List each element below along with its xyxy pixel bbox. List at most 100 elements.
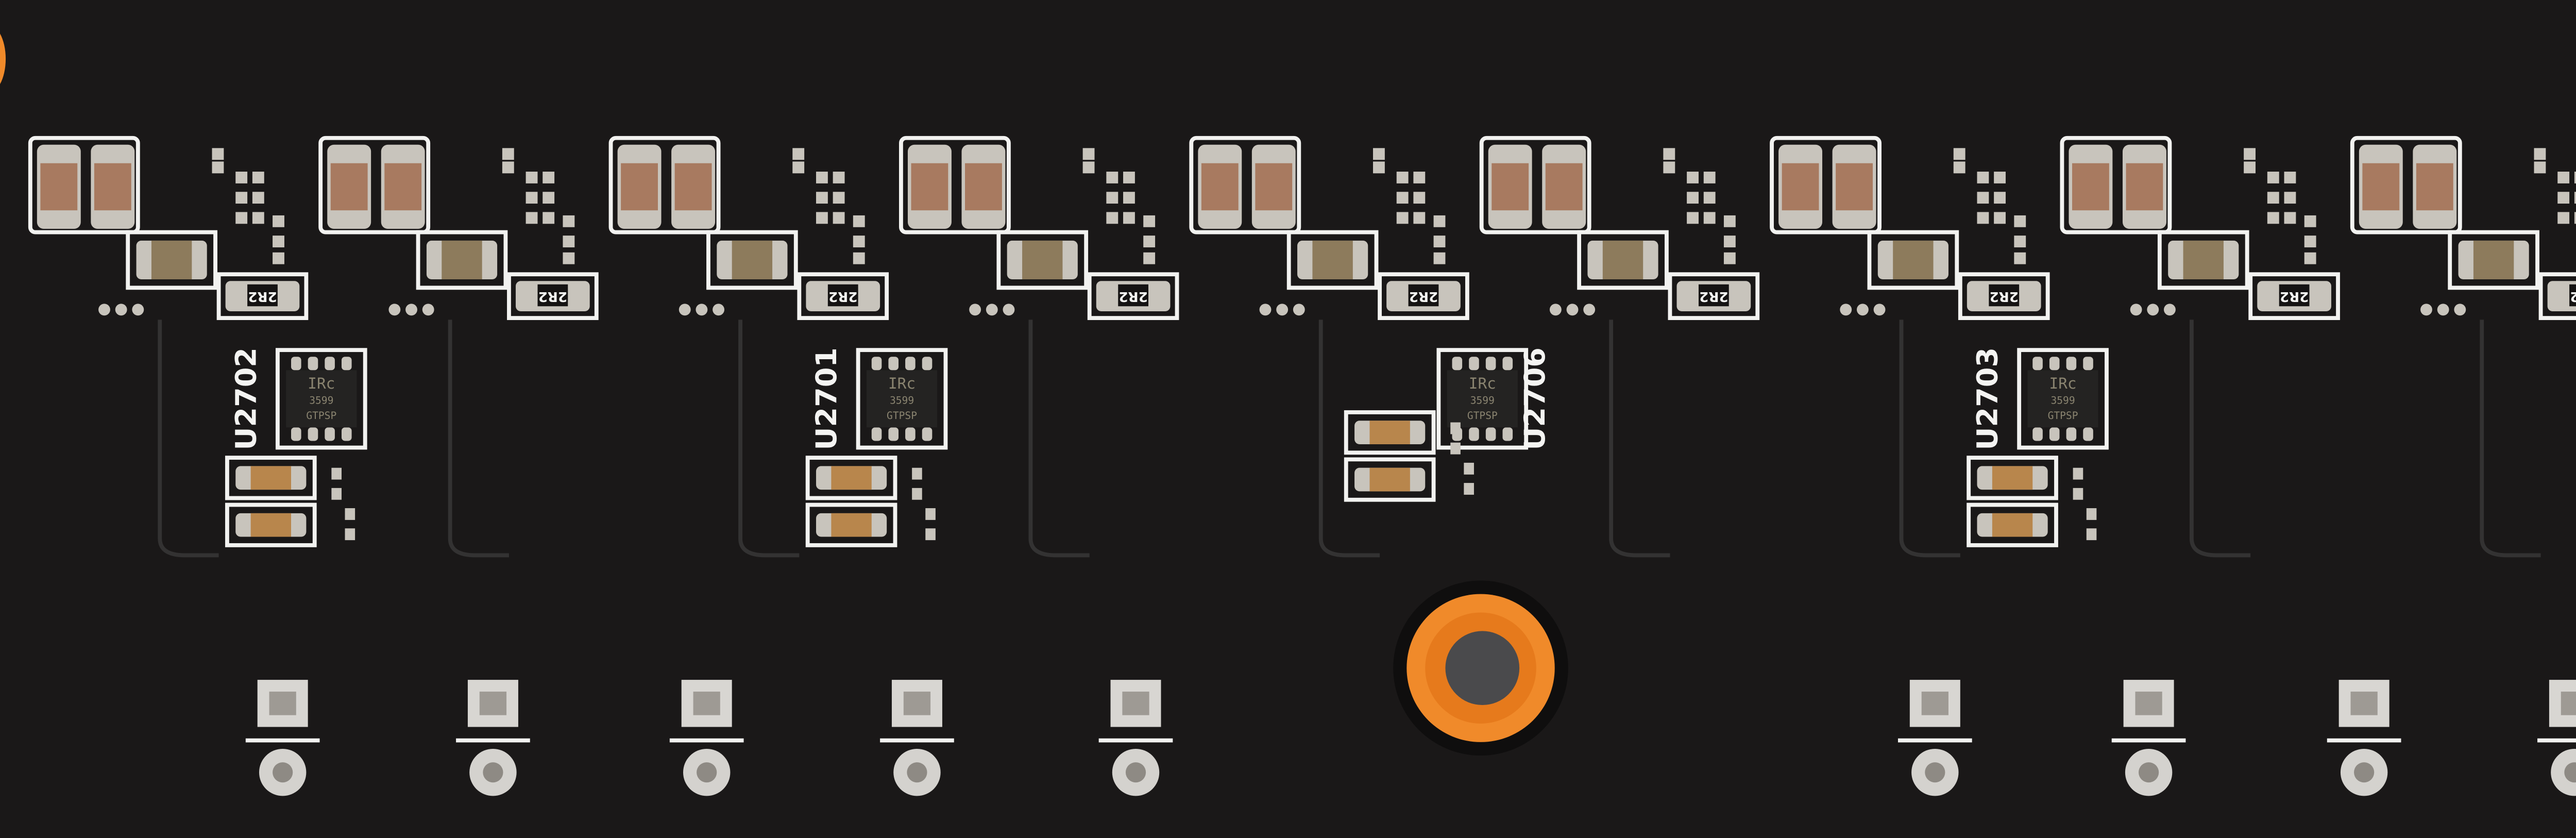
smd-pad bbox=[2244, 161, 2256, 174]
chip-marking: 3599 bbox=[1470, 395, 1495, 407]
reference-designator: U2706 bbox=[1518, 347, 1552, 450]
smd-pad bbox=[1663, 148, 1675, 160]
via-pad bbox=[422, 304, 434, 316]
via-pad bbox=[1293, 304, 1305, 316]
capacitor-body bbox=[831, 513, 872, 537]
chip-marking: GTPSP bbox=[1467, 410, 1498, 422]
chip-pin bbox=[2032, 357, 2043, 371]
smd-pad bbox=[1123, 172, 1135, 183]
via-pad bbox=[1856, 304, 1869, 316]
via-pad bbox=[2164, 304, 2176, 316]
chip-pin bbox=[905, 357, 916, 371]
chip-marking: IRc bbox=[1469, 375, 1496, 392]
resistor-outline bbox=[2538, 272, 2576, 321]
round-pad-center bbox=[1925, 762, 1945, 783]
reference-designator: U2703 bbox=[1971, 347, 2005, 450]
chip-pin bbox=[341, 357, 352, 371]
capacitor-body bbox=[965, 163, 1002, 211]
smd-pad bbox=[1396, 192, 1409, 204]
smd-pad bbox=[2534, 161, 2546, 174]
chip-pin bbox=[922, 427, 933, 441]
edge-mount-hole bbox=[0, 33, 6, 85]
resistor-outline bbox=[1378, 272, 1469, 321]
via-pad bbox=[132, 304, 144, 316]
smd-pad bbox=[2267, 212, 2279, 224]
capacitor-body bbox=[1492, 163, 1529, 211]
inductor-body bbox=[1022, 240, 1063, 279]
square-pad-center bbox=[479, 691, 507, 715]
via-pad bbox=[986, 304, 998, 316]
inductor-body bbox=[442, 240, 482, 279]
phase-4: 2R2 bbox=[899, 136, 1179, 321]
resistor-marking: 2R2 bbox=[538, 289, 567, 304]
trace bbox=[1028, 320, 1090, 558]
smd-pad bbox=[2073, 467, 2083, 480]
smd-pad bbox=[1977, 192, 1989, 204]
resistor-marking: 2R2 bbox=[1699, 289, 1728, 304]
smd-pad bbox=[2574, 192, 2576, 204]
smd-pad bbox=[1723, 236, 1736, 247]
smd-pad bbox=[1413, 172, 1426, 183]
round-pad-center bbox=[273, 762, 293, 783]
capacitor-body bbox=[40, 163, 78, 211]
via-pad bbox=[679, 304, 691, 316]
trace bbox=[1318, 320, 1380, 558]
smd-pad bbox=[1413, 212, 1426, 224]
square-pad-center bbox=[1122, 691, 1149, 715]
smd-pad bbox=[563, 236, 575, 247]
chip-marking: GTPSP bbox=[887, 410, 917, 422]
capacitor-outline bbox=[1479, 136, 1591, 234]
chip-pin bbox=[2049, 357, 2060, 371]
phase-3: 2R2 bbox=[608, 136, 889, 321]
resistor-marking-bg bbox=[1989, 284, 2020, 307]
smd-pad bbox=[252, 192, 264, 204]
smd-pad bbox=[1373, 148, 1385, 160]
chip-pin bbox=[871, 357, 882, 371]
smd-pad bbox=[1106, 212, 1118, 224]
smd-pad bbox=[833, 212, 845, 224]
smd-pad bbox=[1687, 212, 1699, 224]
inductor-outline bbox=[2448, 230, 2539, 290]
smd-pad bbox=[526, 212, 538, 224]
chip-pin bbox=[1502, 427, 1513, 441]
via-pad bbox=[2437, 304, 2449, 316]
inductor-body bbox=[1312, 240, 1353, 279]
smd-pad bbox=[853, 215, 865, 227]
chip-pin bbox=[888, 427, 899, 441]
pad-7 bbox=[2111, 680, 2186, 796]
smd-pad bbox=[1143, 215, 1156, 227]
resistor-outline bbox=[1087, 272, 1179, 321]
smd-pad bbox=[1464, 483, 1474, 495]
chip-pin bbox=[308, 357, 318, 371]
square-pad-center bbox=[269, 691, 296, 715]
trace bbox=[738, 320, 800, 558]
resistor-marking: 2R2 bbox=[1990, 289, 2019, 304]
smd-pad bbox=[331, 467, 342, 480]
phase-5: 2R2 bbox=[1189, 136, 1469, 321]
via-pad bbox=[696, 304, 708, 316]
smd-pad bbox=[1994, 192, 2006, 204]
via-pad bbox=[713, 304, 724, 316]
smd-pad bbox=[2014, 215, 2026, 227]
resistor-marking-bg bbox=[2569, 284, 2576, 307]
smd-pad bbox=[1977, 212, 1989, 224]
phase-9: 2R2 bbox=[2350, 136, 2576, 321]
phase-7: 2R2 bbox=[1770, 136, 2050, 321]
smd-pad bbox=[912, 488, 922, 500]
smd-pad bbox=[2086, 528, 2097, 541]
capacitor-body bbox=[250, 513, 292, 537]
chip-pin bbox=[1485, 357, 1496, 371]
pad-9 bbox=[2537, 680, 2576, 796]
chip-marking: 3599 bbox=[2050, 395, 2075, 407]
square-pad-center bbox=[2135, 691, 2162, 715]
smd-pad bbox=[1953, 161, 1965, 174]
capacitor-outline bbox=[2350, 136, 2462, 234]
smd-pad bbox=[2014, 236, 2026, 247]
smd-pad bbox=[2244, 148, 2256, 160]
smd-pad bbox=[1663, 161, 1675, 174]
via-pad bbox=[1003, 304, 1015, 316]
chip-pin bbox=[325, 427, 335, 441]
trace-outlines bbox=[158, 320, 2541, 558]
